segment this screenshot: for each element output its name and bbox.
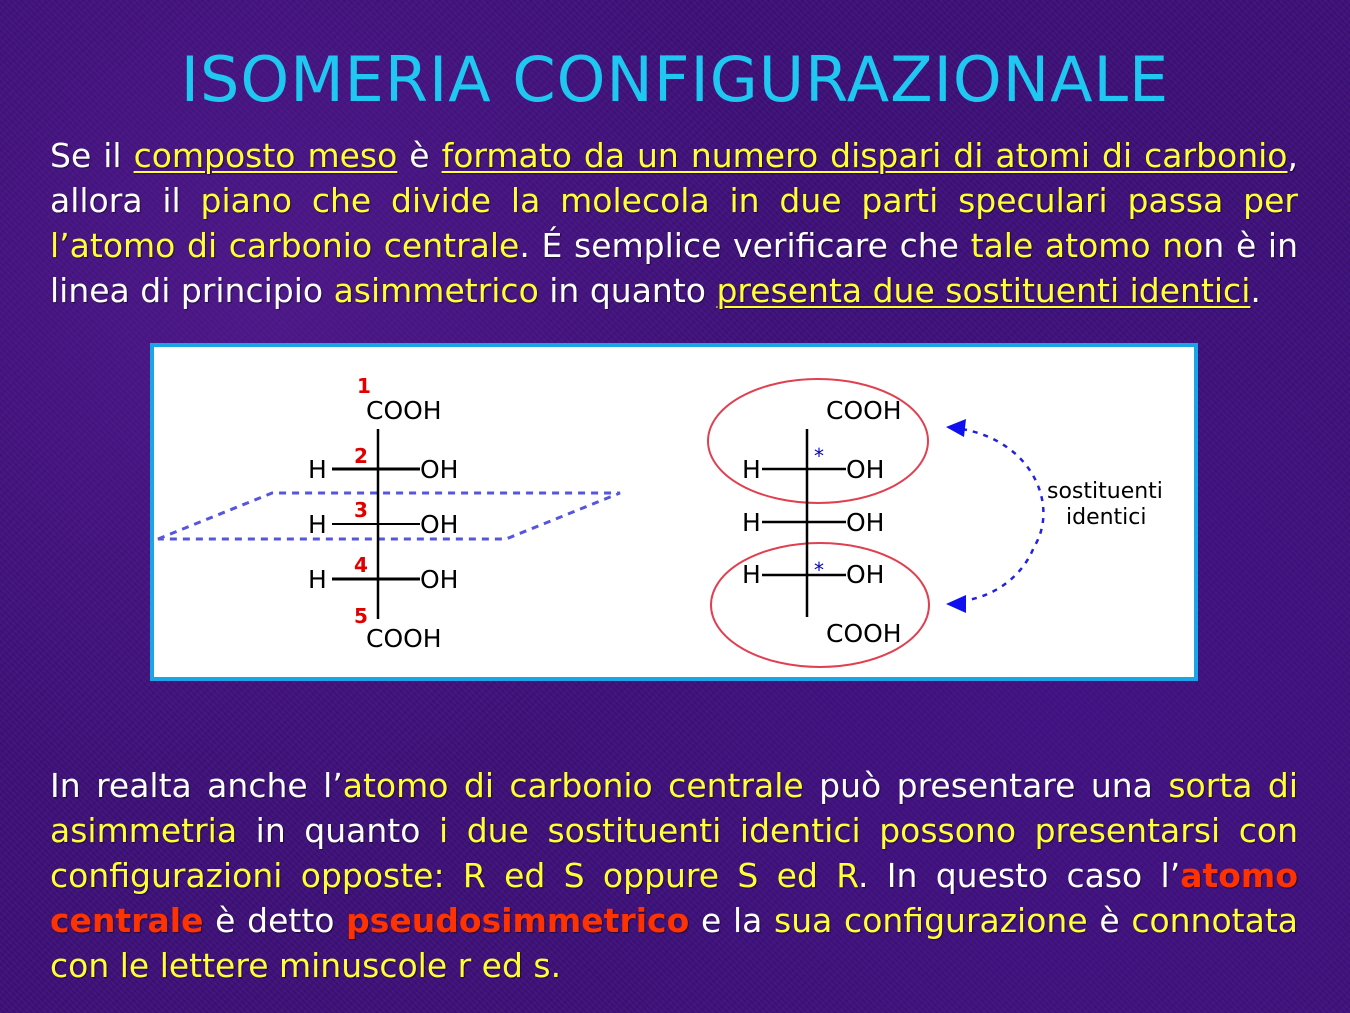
row1-left: H [742, 455, 761, 484]
text: . É semplice verificare che [519, 226, 971, 265]
arrowhead-bottom-icon [946, 595, 966, 613]
carbon-number-5: 5 [354, 604, 368, 628]
highlight-configurazioni-opposte: i due sostituenti identici possono prese… [50, 811, 1299, 895]
text: . [1250, 271, 1261, 310]
top-group: COOH [826, 396, 902, 425]
paragraph-pseudosymmetric: In realta anche l’atomo di carbonio cent… [50, 763, 1298, 988]
bottom-group: COOH [366, 624, 442, 653]
text: è [1087, 901, 1132, 940]
text: n è in linea di principio [50, 226, 1298, 310]
text: può presentare una [803, 766, 1169, 805]
slide-title: ISOMERIA CONFIGURAZIONALE [180, 43, 1170, 116]
curved-dashed-arrow [961, 427, 1045, 603]
highlight-composto-meso: composto meso [133, 136, 398, 175]
text: e la [689, 901, 775, 940]
row1-left: H [308, 455, 327, 484]
text: in quanto [237, 811, 439, 850]
right-molecule: COOH * H OH H OH * H OH COOH sostituenti… [707, 378, 1163, 668]
bottom-group: COOH [826, 619, 902, 648]
fischer-projection-figure: 1 COOH 2 H OH 3 H OH 4 H OH 5 COOH COOH … [150, 343, 1198, 681]
row3-right: OH [846, 560, 884, 589]
text: è detto [203, 901, 347, 940]
annotation-sostituenti: sostituenti [1047, 479, 1163, 504]
symmetry-plane [157, 491, 621, 541]
highlight-tale-atomo: tale atomo no [970, 226, 1204, 265]
carbon-number-1: 1 [357, 374, 371, 398]
row2-left: H [742, 508, 761, 537]
text: Se il [50, 136, 134, 175]
fischer-diagram: 1 COOH 2 H OH 3 H OH 4 H OH 5 COOH COOH … [157, 374, 1163, 668]
text: . In questo caso l’ [857, 856, 1181, 895]
annotation-identici: identici [1066, 505, 1147, 530]
row2-right: OH [846, 508, 884, 537]
row1-right: OH [846, 455, 884, 484]
row3-left: H [308, 565, 327, 594]
row3-right: OH [420, 565, 458, 594]
highlight-numero-dispari: formato da un numero dispari di atomi di… [441, 136, 1288, 175]
stereocenter-mark-bottom: * [814, 558, 824, 582]
paragraph-meso-odd-carbons: Se il composto meso è formato da un nume… [50, 133, 1298, 355]
highlight-atomo-centrale: atomo di carbonio centrale [342, 766, 804, 805]
text: è [397, 136, 442, 175]
top-ellipse [707, 378, 929, 504]
row3-left: H [742, 560, 761, 589]
text: , allora il [50, 136, 1298, 220]
highlight-sostituenti-identici: presenta due sostituenti identici [716, 271, 1251, 310]
highlight-asimmetria: sorta di asimmetria [50, 766, 1298, 850]
bottom-ellipse [710, 542, 930, 668]
arrowhead-top-icon [946, 419, 966, 437]
carbon-number-4: 4 [354, 553, 368, 577]
stereocenter-mark-top: * [814, 444, 824, 468]
highlight-piano: piano che divide la molecola in due part… [50, 181, 1298, 265]
row2-right: OH [420, 510, 458, 539]
highlight-asimmetrico: asimmetrico [333, 271, 539, 310]
emphasis-atomo-centrale: atomo centrale [50, 856, 1298, 940]
text: in quanto [538, 271, 717, 310]
carbon-number-2: 2 [354, 444, 368, 468]
emphasis-pseudosimmetrico: pseudosimmetrico [346, 901, 690, 940]
text: In realta anche l’ [50, 766, 343, 805]
top-group: COOH [366, 396, 442, 425]
row1-right: OH [420, 455, 458, 484]
highlight-lettere-minuscole: connotata con le lettere minuscole r ed … [50, 901, 1298, 985]
row2-left: H [308, 510, 327, 539]
left-molecule: 1 COOH 2 H OH 3 H OH 4 H OH 5 COOH [157, 374, 621, 653]
carbon-number-3: 3 [354, 498, 368, 522]
highlight-configurazione: sua configurazione [774, 901, 1088, 940]
